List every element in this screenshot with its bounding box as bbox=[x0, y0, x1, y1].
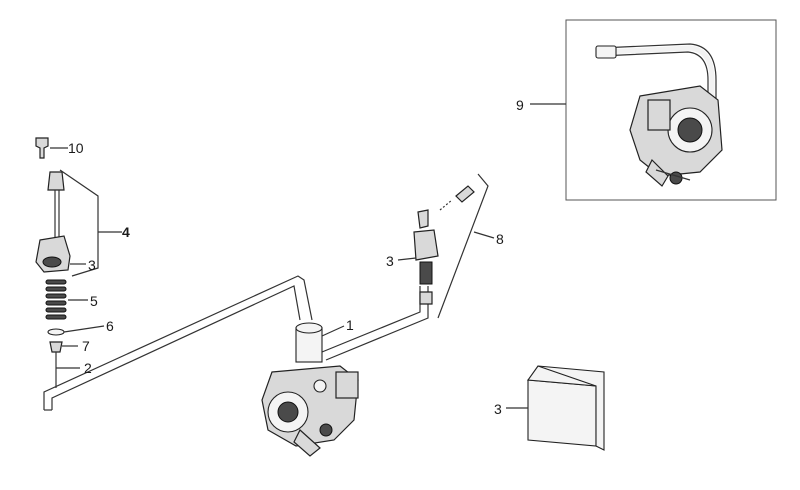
part-cylinder-1 bbox=[295, 327, 323, 363]
part-screw-top bbox=[455, 185, 475, 203]
part-jet-holder-3 bbox=[413, 229, 439, 261]
callout-labels: 10 4 3 5 6 7 2 1 3 8 9 3 bbox=[68, 97, 524, 417]
leader-lines bbox=[50, 103, 566, 409]
callout-2: 2 bbox=[84, 360, 92, 376]
part-spring-5 bbox=[45, 279, 67, 320]
carburetor-assembly-inset bbox=[565, 19, 777, 201]
part-washer-6 bbox=[47, 328, 65, 336]
parts-bag bbox=[526, 365, 605, 451]
callout-3-bag: 3 bbox=[494, 401, 502, 417]
inset-cable bbox=[604, 45, 715, 110]
part-cap bbox=[47, 171, 65, 191]
callout-10: 10 bbox=[68, 140, 84, 156]
callout-9: 9 bbox=[516, 97, 524, 113]
callout-7: 7 bbox=[82, 338, 90, 354]
throttle-slide-stack bbox=[35, 137, 99, 388]
callout-6: 6 bbox=[106, 318, 114, 334]
callout-1: 1 bbox=[346, 317, 354, 333]
callout-3-jet: 3 bbox=[386, 253, 394, 269]
bag-body bbox=[527, 379, 597, 447]
callout-4: 4 bbox=[122, 224, 130, 240]
main-carburetor bbox=[261, 322, 359, 457]
fuel-hose-routing bbox=[43, 275, 429, 411]
callout-5: 5 bbox=[90, 293, 98, 309]
callout-3-slide: 3 bbox=[88, 257, 96, 273]
part-clip-7 bbox=[49, 341, 63, 353]
jet-stack bbox=[413, 173, 489, 319]
callout-8: 8 bbox=[496, 231, 504, 247]
part-screw-10 bbox=[35, 137, 49, 159]
